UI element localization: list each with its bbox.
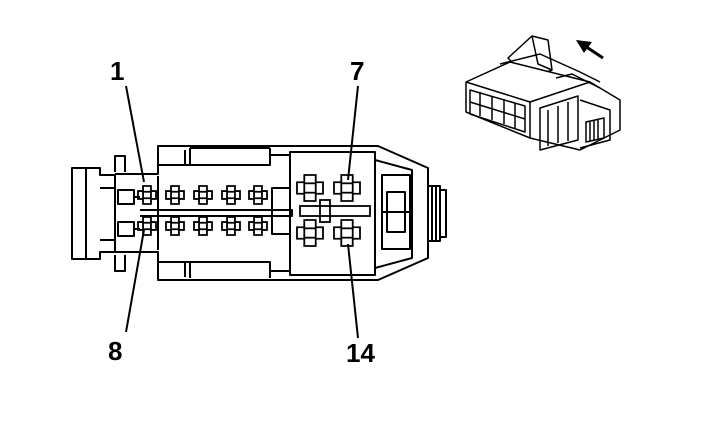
pin-cavity-small-bottom-2 [165,216,185,236]
pin-cavity-small-top-5 [248,185,268,205]
pin-cavity-large-2-contact [340,182,354,194]
pin-cavity-small-bottom-4 [221,216,241,236]
pin-cavity-large-3-contact [303,227,317,239]
pin-cavity-large-2 [333,174,361,202]
pin-cavity-small-bottom-4-contact [226,221,236,231]
pin-cavity-large-4-contact [340,227,354,239]
pin-cavity-large-1 [296,174,324,202]
small-pin-cavities [137,185,268,236]
pin-cavity-small-top-1 [137,185,157,205]
leader-pin-14 [347,243,359,339]
pin-label-7: 7 [350,56,364,86]
pin-cavity-small-top-4 [221,185,241,205]
pin-cavity-small-bottom-3 [193,216,213,236]
pin-cavity-small-bottom-1-contact [142,221,152,231]
leader-pin-8 [125,229,145,333]
connector-isometric-view [465,35,621,151]
leader-pin-1 [125,85,145,183]
connector-face-view [71,145,447,281]
pin-cavity-small-top-1-contact [142,190,152,200]
pin-label-1: 1 [110,56,124,86]
leader-lines [125,85,359,339]
pin-cavity-small-bottom-3-contact [198,221,208,231]
pin-label-8: 8 [108,336,122,366]
pin-cavity-small-top-3 [193,185,213,205]
pin-cavity-small-top-2 [165,185,185,205]
center-key [299,199,371,223]
pin-cavity-small-bottom-2-contact [170,221,180,231]
pin-cavity-small-top-5-contact [253,190,263,200]
pin-label-14: 14 [346,338,375,368]
pin-cavity-large-3 [296,219,324,247]
arrow-up-left-icon [576,40,604,60]
connector-rear-plug [71,167,116,260]
large-pin-cavities [296,174,361,247]
pin-cavity-small-top-3-contact [198,190,208,200]
pin-cavity-small-top-2-contact [170,190,180,200]
pin-cavity-large-1-contact [303,182,317,194]
pin-cavity-small-bottom-5-contact [253,221,263,231]
leader-pin-7 [347,85,359,181]
pin-cavity-small-top-4-contact [226,190,236,200]
pin-cavity-small-bottom-5 [248,216,268,236]
pin-cavity-large-4 [333,219,361,247]
pin-cavity-small-bottom-1 [137,216,157,236]
